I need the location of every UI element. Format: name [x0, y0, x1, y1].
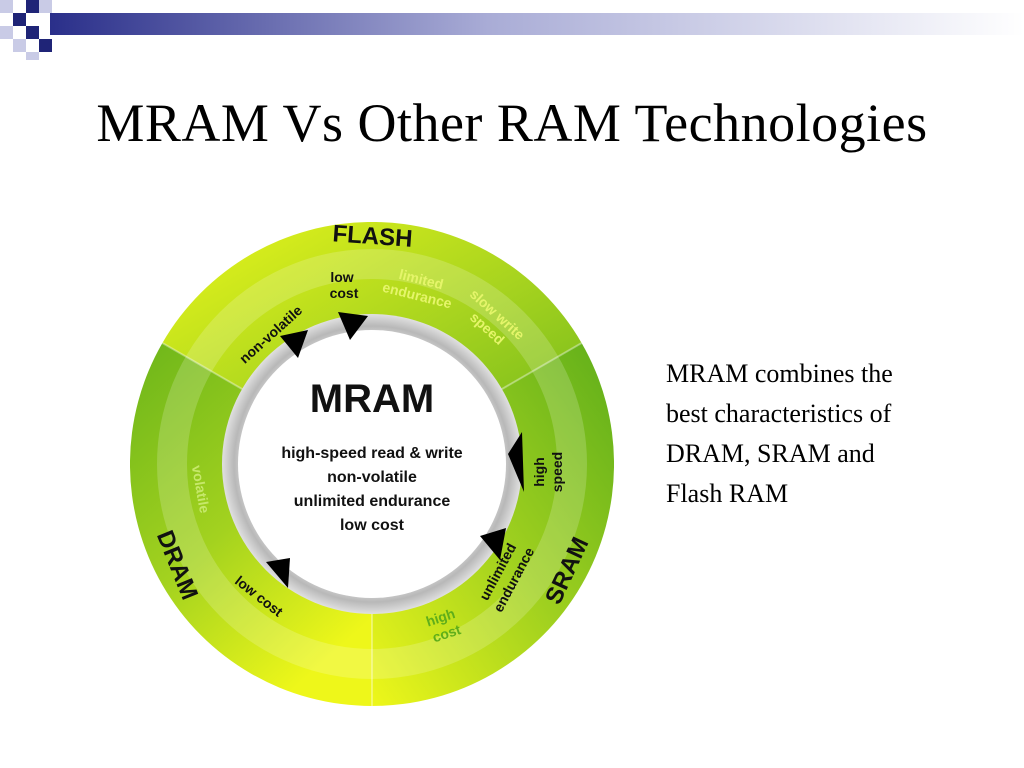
arrow-marker [508, 432, 524, 492]
center-line-4: low cost [340, 517, 405, 534]
arrow-marker [280, 330, 308, 358]
ring-label-low-cost-top-2: cost [330, 285, 359, 301]
description-line: DRAM, SRAM and [666, 439, 875, 468]
center-line-3: unlimited endurance [294, 493, 451, 510]
description-line: Flash RAM [666, 479, 789, 508]
slide-title: MRAM Vs Other RAM Technologies [96, 93, 928, 153]
center-line-2: non-volatile [327, 469, 417, 486]
description-text: MRAM combines the best characteristics o… [666, 354, 986, 514]
center-heading: MRAM [310, 377, 434, 421]
ring-label-high-speed-2: speed [549, 452, 565, 492]
arrow-marker [480, 528, 506, 560]
header-gradient-bar [50, 13, 1024, 35]
flash-label: FLASH [332, 222, 414, 253]
ring-label-low-cost-top-1: low [330, 269, 353, 285]
center-disc [238, 330, 506, 598]
center-line-1: high-speed read & write [281, 445, 462, 462]
description-line: MRAM combines the [666, 359, 893, 388]
arrow-marker [338, 312, 368, 340]
ring-label-high-speed-1: high [531, 457, 547, 487]
corner-decoration [0, 0, 1024, 60]
mram-comparison-diagram: FLASH SRAM DRAM non-volatile low cost li… [130, 222, 614, 706]
description-line: best characteristics of [666, 399, 892, 428]
arrow-marker [266, 558, 290, 588]
